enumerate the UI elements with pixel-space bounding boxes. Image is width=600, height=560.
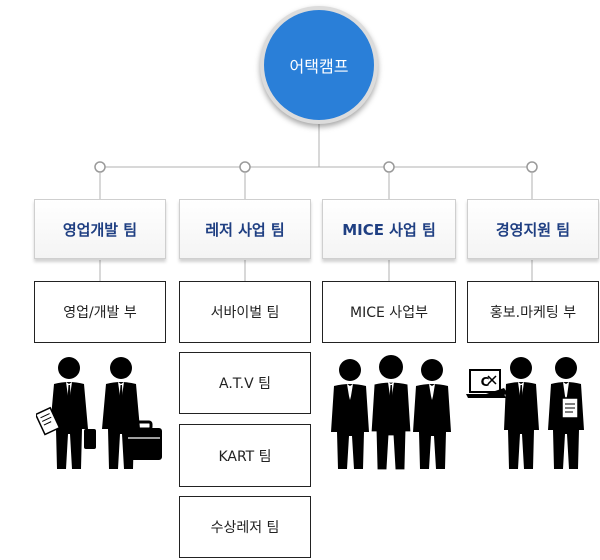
sub-water-leisure-team: 수상레저 팀 (179, 496, 311, 558)
root-label: 어택캠프 (289, 57, 349, 76)
sub-kart-team: KART 팀 (179, 424, 311, 487)
sub-label: 서바이벌 팀 (210, 305, 280, 321)
sub-pr-marketing-dept: 홍보.마케팅 부 (467, 281, 599, 343)
sub-atv-team: A.T.V 팀 (179, 352, 311, 414)
sub-label: 영업/개발 부 (63, 305, 137, 321)
team-management: 경영지원 팀 (467, 199, 599, 259)
connector-node (526, 161, 538, 173)
connector-node (94, 161, 106, 173)
presenter-with-laptop-icon: C (466, 357, 584, 469)
sub-survival-team: 서바이벌 팀 (179, 281, 311, 343)
team-label: MICE 사업 팀 (342, 220, 436, 239)
team-label: 경영지원 팀 (495, 220, 571, 239)
connector-node (383, 161, 395, 173)
team-leisure: 레저 사업 팀 (179, 199, 311, 259)
team-label: 영업개발 팀 (62, 220, 138, 239)
sub-label: A.T.V 팀 (218, 376, 272, 392)
connector-node (239, 161, 251, 173)
sub-label: MICE 사업부 (350, 305, 428, 321)
two-businessmen-with-briefcases-icon (36, 357, 162, 469)
team-mice: MICE 사업 팀 (322, 199, 456, 259)
team-label: 레저 사업 팀 (205, 220, 285, 239)
root-node: 어택캠프 (260, 6, 378, 124)
sub-label: KART 팀 (218, 448, 272, 465)
sub-mice-dept: MICE 사업부 (322, 281, 456, 343)
three-businessmen-group-icon (331, 355, 451, 471)
sub-label: 홍보.마케팅 부 (489, 305, 577, 321)
sub-label: 수상레저 팀 (210, 520, 280, 536)
team-sales-dev: 영업개발 팀 (34, 199, 166, 259)
svg-text:C: C (481, 375, 490, 389)
sub-sales-dev-dept: 영업/개발 부 (34, 281, 166, 343)
